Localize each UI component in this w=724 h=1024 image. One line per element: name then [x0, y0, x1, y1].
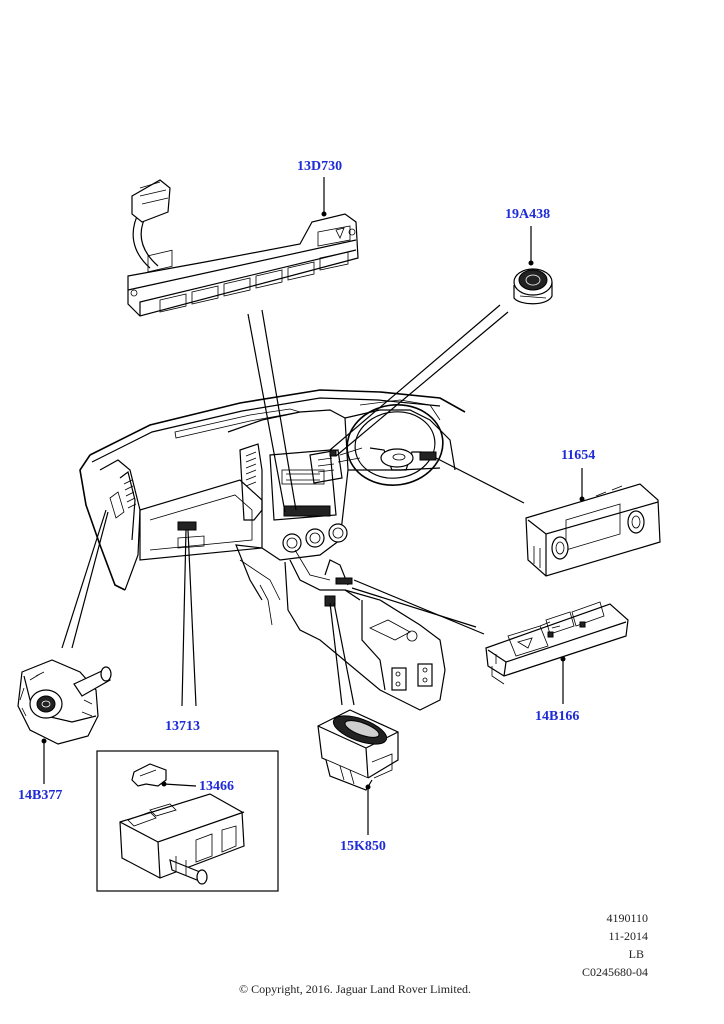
callout-13466[interactable]: 13466	[199, 779, 234, 794]
callout-dots	[41, 211, 585, 790]
callout-13713[interactable]: 13713	[165, 719, 200, 734]
illustration-reference: C0245680-04	[582, 965, 648, 979]
callout-11654[interactable]: 11654	[561, 448, 596, 463]
callout-13D730[interactable]: 13D730	[297, 159, 343, 174]
switch-13713[interactable]	[119, 793, 245, 885]
start-button-19A438[interactable]	[513, 268, 553, 305]
switch-pack-13D730[interactable]	[127, 179, 359, 317]
leader-lines	[43, 177, 583, 835]
copyright-notice: © Copyright, 2016. Jaguar Land Rover Lim…	[238, 982, 472, 996]
illustration-region: LB	[628, 947, 644, 961]
callout-14B166[interactable]: 14B166	[535, 709, 580, 724]
control-module-11654[interactable]	[525, 483, 661, 577]
clip-13466[interactable]	[131, 763, 167, 787]
switch-panel-14B166[interactable]	[485, 601, 629, 685]
callout-14B377[interactable]: 14B377	[18, 788, 63, 803]
rotary-switch-14B377[interactable]	[17, 659, 112, 745]
parts-box-13713	[96, 750, 279, 892]
callout-15K850[interactable]: 15K850	[340, 839, 386, 854]
dashboard-illustration	[79, 389, 466, 711]
callout-19A438[interactable]: 19A438	[505, 207, 551, 222]
illustration-date: 11-2014	[608, 929, 648, 943]
switch-15K850[interactable]	[317, 709, 399, 791]
illustration-number: 4190110	[606, 911, 648, 925]
